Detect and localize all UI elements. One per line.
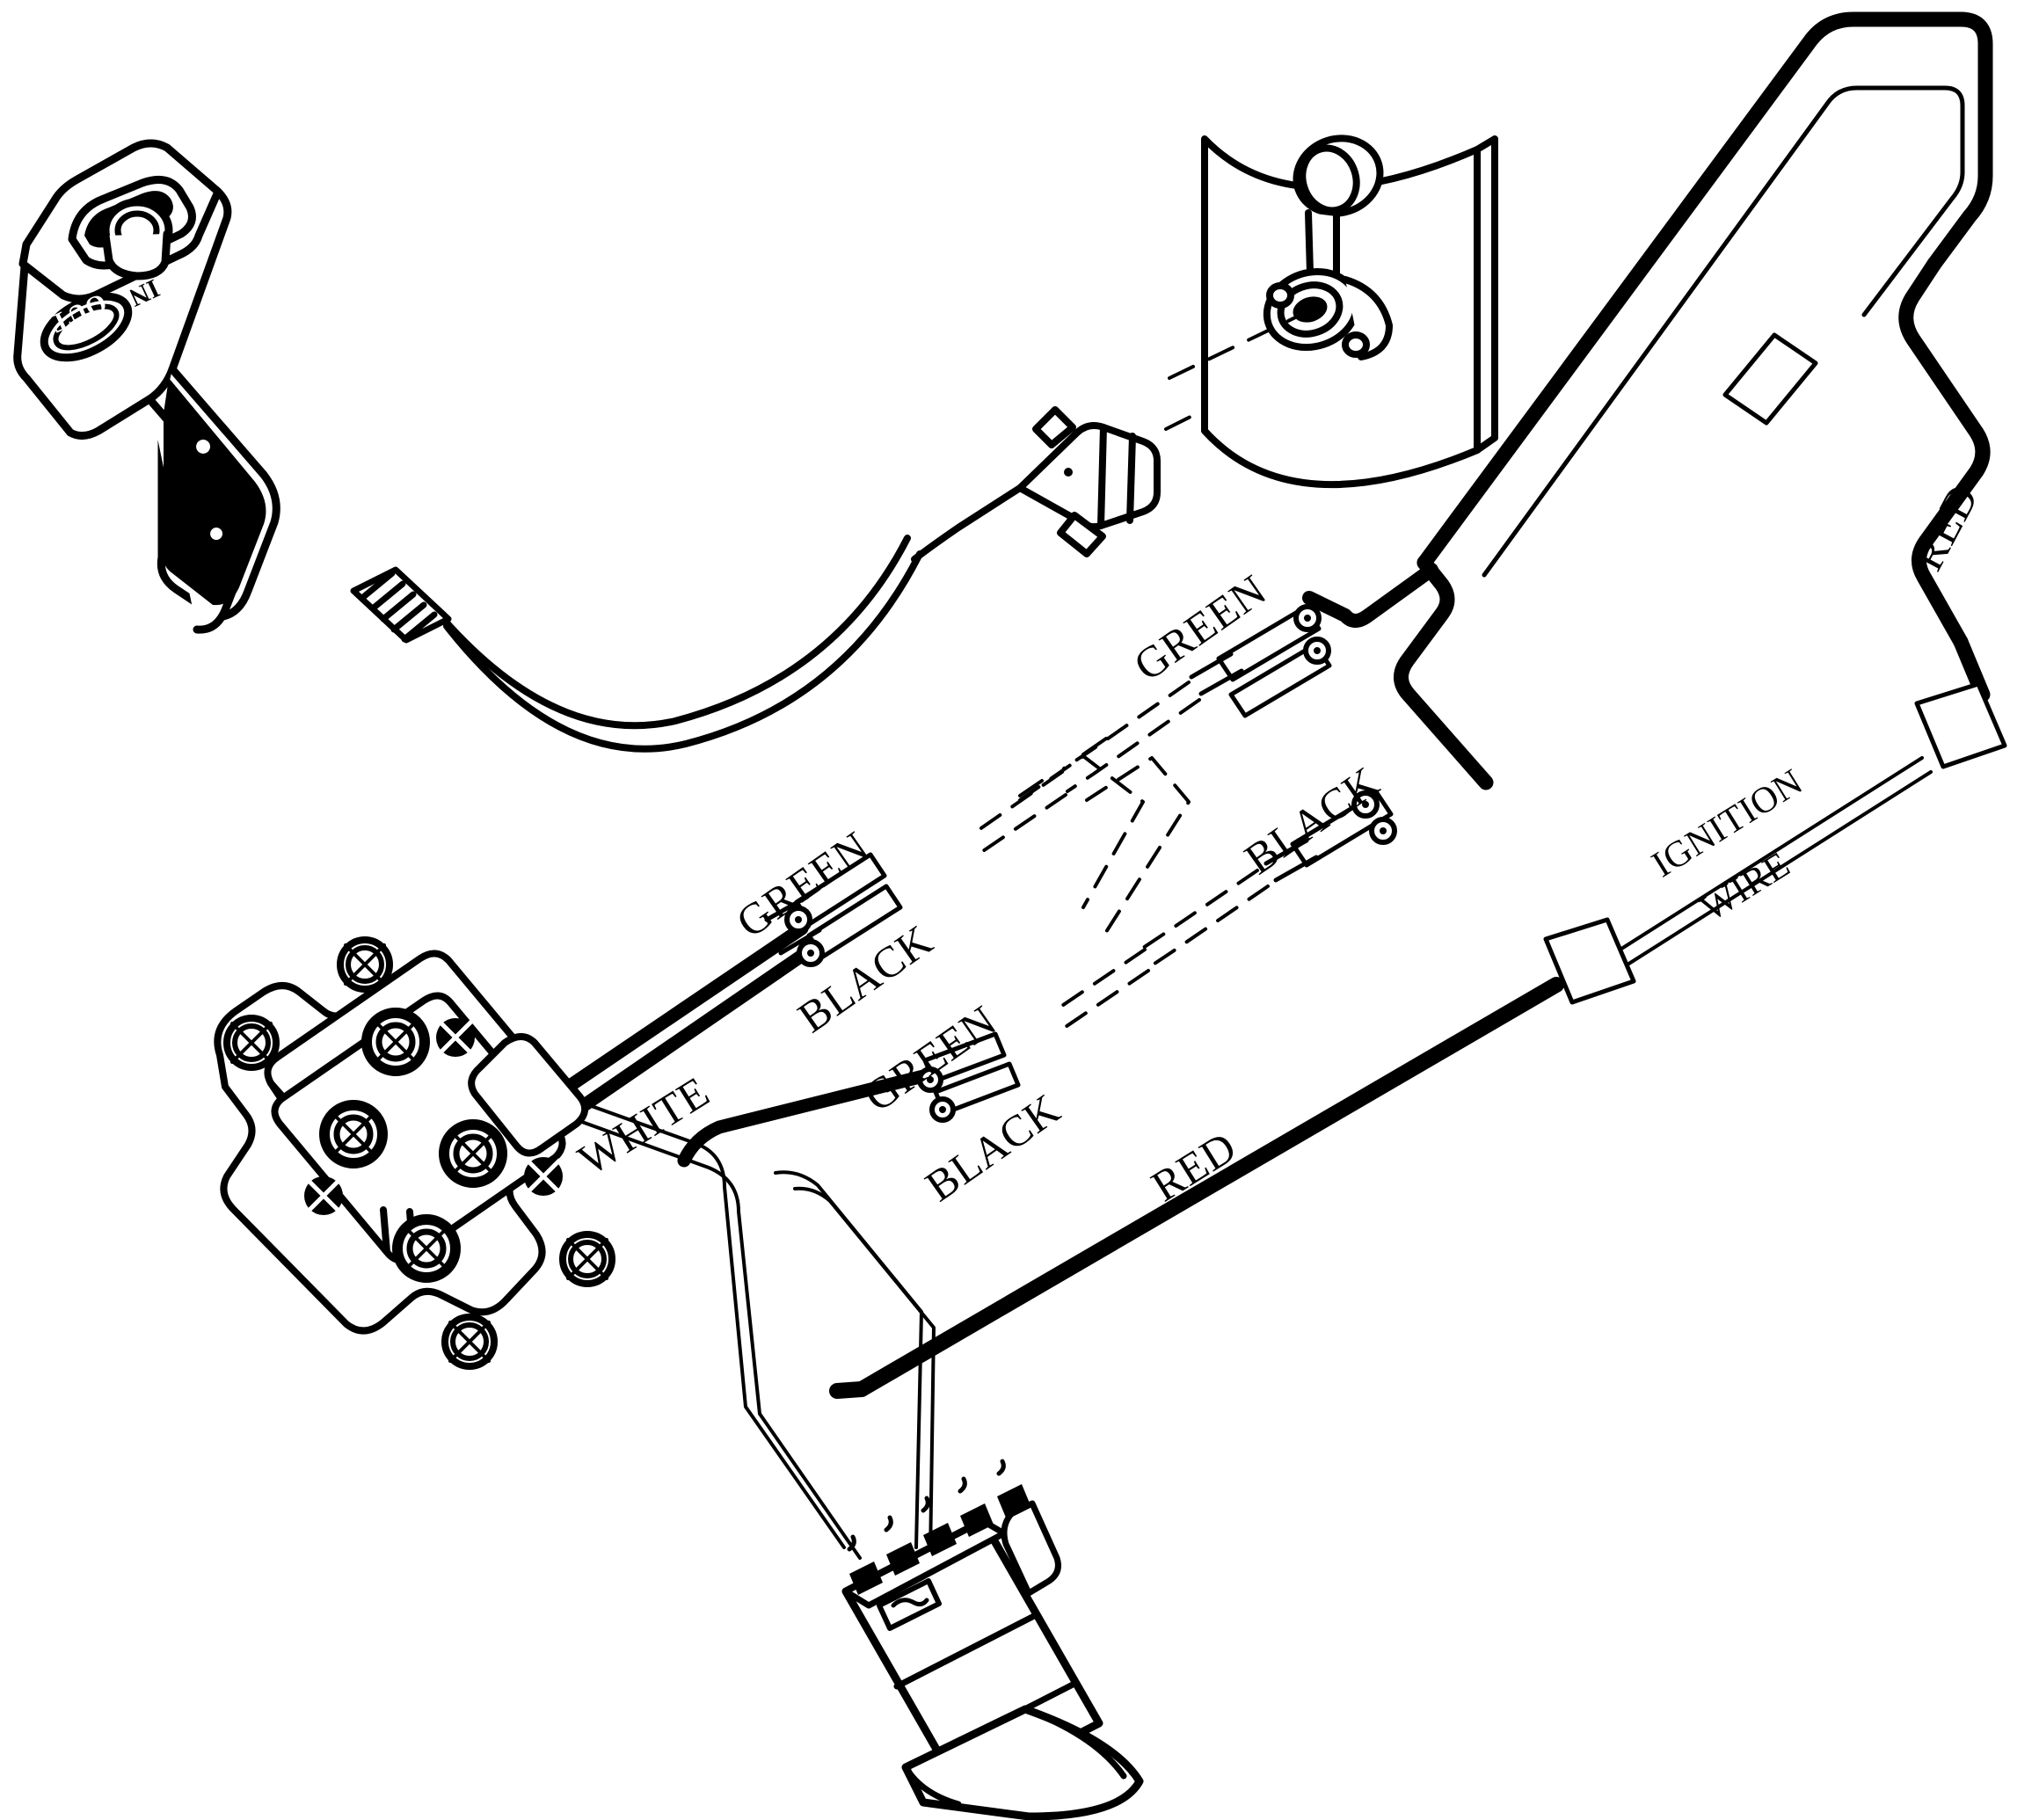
splice-sleeve xyxy=(1722,332,1818,426)
green-black-from-solenoid xyxy=(533,921,818,1134)
dash-socket xyxy=(1263,135,1393,360)
pendant-cable xyxy=(429,535,923,753)
strain-relief-ribs xyxy=(359,570,438,643)
crossover-bracket-solid xyxy=(1018,737,1108,797)
solenoid-pack xyxy=(214,936,615,1370)
green-black-lower-run xyxy=(677,1067,937,1168)
battery xyxy=(841,1459,1144,1820)
solenoid-terminal xyxy=(319,1100,388,1168)
green-wire-upper-heavy xyxy=(1302,563,1438,628)
white-wire-battery-leg xyxy=(774,1170,936,1560)
socket-centerline-dashed xyxy=(1168,308,1314,380)
solenoid-fastener xyxy=(436,1018,475,1057)
bracket-bolt-hole xyxy=(559,1231,615,1287)
bracket-bolt-hole xyxy=(337,936,393,993)
black-splice-upper xyxy=(1263,790,1397,883)
white-wire xyxy=(526,1081,862,1560)
green-splice-upper xyxy=(1189,604,1322,696)
black-splice-mid xyxy=(778,884,903,967)
green-splice-mid xyxy=(764,852,887,934)
black-cable-upper-run xyxy=(1394,555,1494,790)
green-splice-lower xyxy=(917,1031,1007,1093)
battery-terminal xyxy=(849,1484,1030,1595)
red-cable-upper xyxy=(1416,11,1993,650)
black-splice-lower xyxy=(929,1061,1021,1123)
dashed-reference-lines xyxy=(974,681,1270,1036)
bracket-bolt-hole xyxy=(441,1314,498,1370)
solenoid-fastener xyxy=(304,1176,343,1215)
solenoid-terminal xyxy=(361,1008,430,1076)
red-cable-inner-outline xyxy=(1482,85,1965,578)
red-cable-battery-leg xyxy=(829,1381,870,1399)
solenoid-fastener xyxy=(524,1157,563,1196)
red-cable-lower xyxy=(854,977,1564,1397)
fuse-holder-right xyxy=(1914,681,2007,769)
remote-pendant xyxy=(13,139,452,644)
solenoid-terminal xyxy=(439,1119,507,1188)
bracket-bolt-hole xyxy=(223,1015,280,1071)
crossover-bracket xyxy=(1018,754,1191,934)
solenoid-terminal xyxy=(392,1214,461,1283)
ignition-wire xyxy=(1607,756,1933,972)
plug-connector xyxy=(911,406,1161,563)
green-splice-upper-b xyxy=(1228,637,1332,718)
